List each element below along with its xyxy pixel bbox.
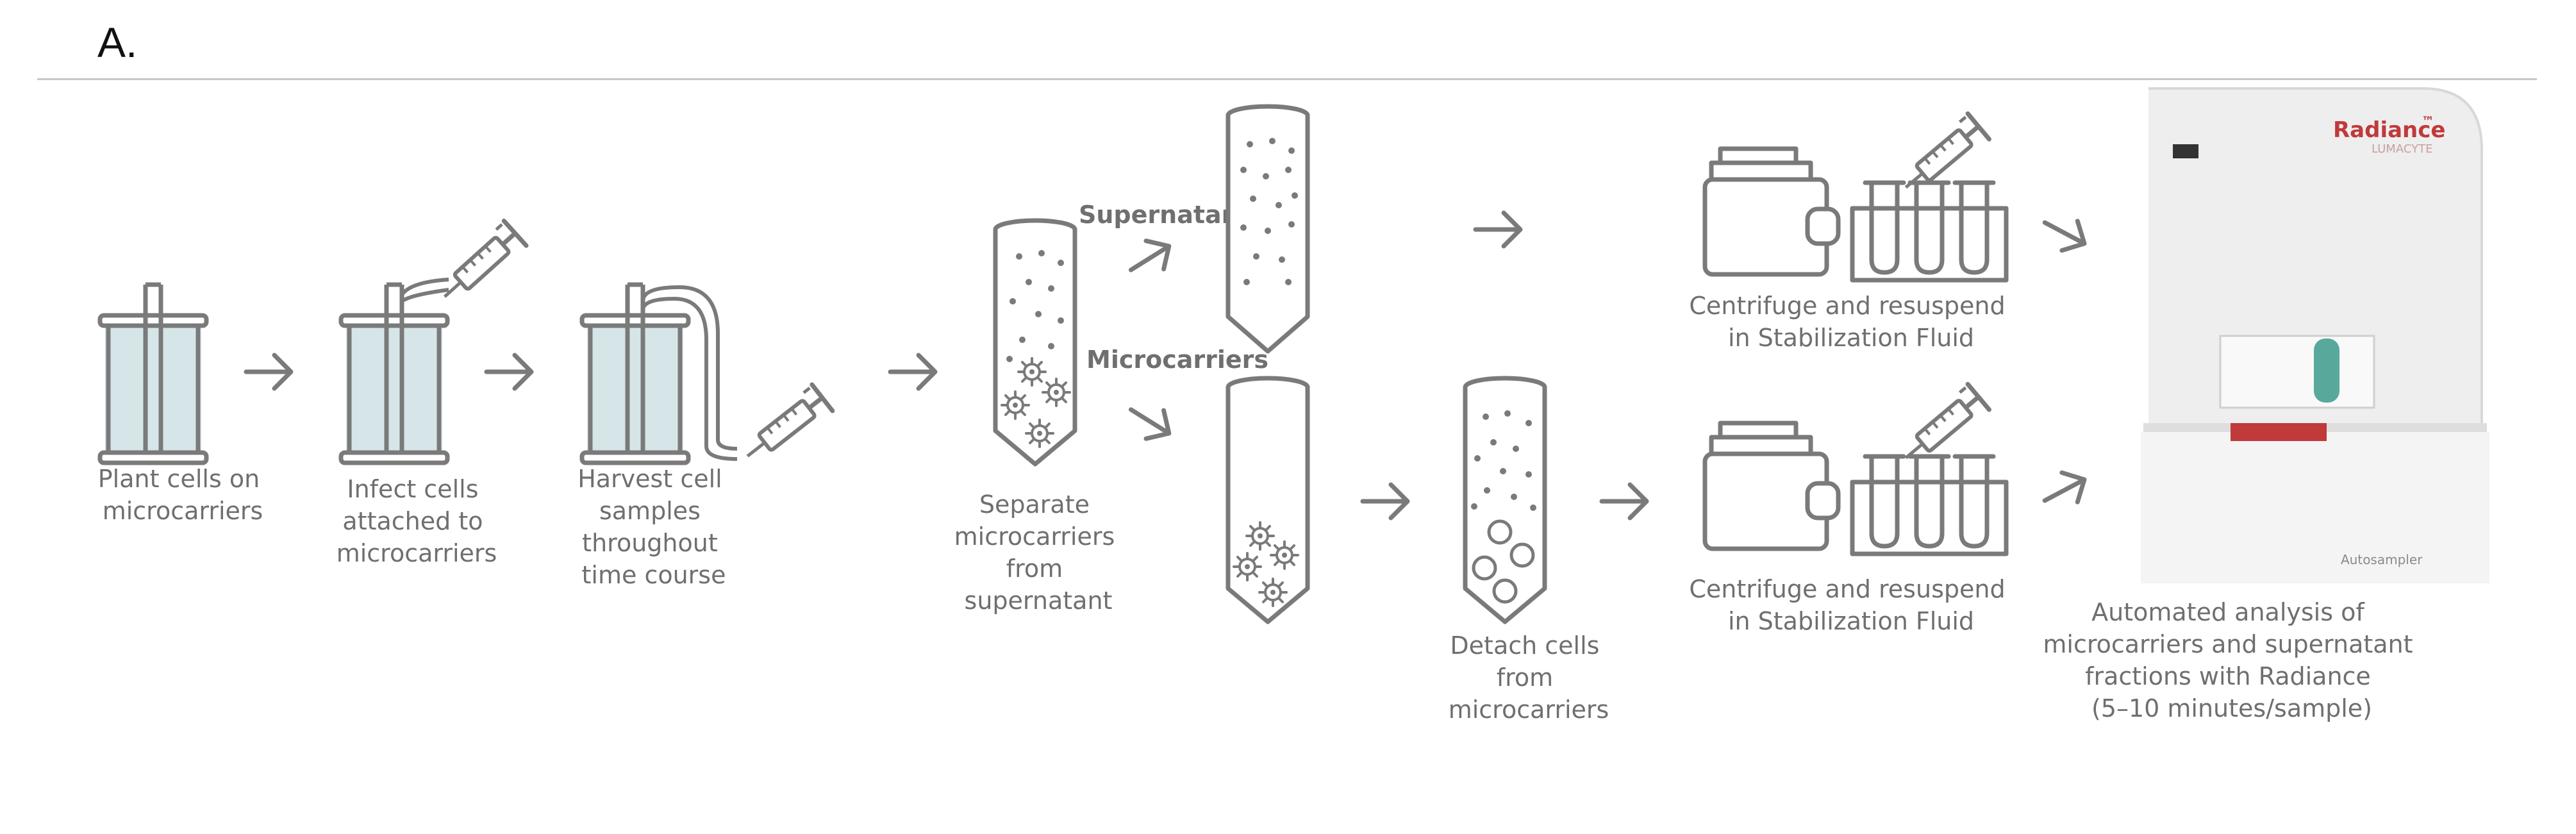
virus-icon [1258,578,1288,607]
caption-separate: Separate microcarriers from supernatant [954,490,1123,615]
arrow-icon [890,355,935,388]
supernatant-tube-icon [1226,104,1310,354]
caption-centrifuge-bottom: Centrifuge and resuspend in Stabilizatio… [1689,575,2013,635]
brand-sub: LUMACYTE [2372,142,2432,156]
brand-mark: ™ [2422,113,2434,129]
tube-rack-icon [1852,456,2006,554]
virus-icon [1025,419,1054,448]
autosampler-label: Autosampler [2341,552,2423,567]
syringe-icon [737,385,833,469]
arrow-icon [2037,465,2092,515]
caption-infect: Infect cells attached to microcarriers [337,475,497,567]
tube-rack-icon [1852,183,2006,280]
arrow-down-icon [1122,396,1178,447]
tubing-line [401,288,449,303]
virus-icon [1017,357,1047,387]
bioreactor-harvest-icon [582,285,688,463]
arrow-icon [1602,485,1647,518]
bioreactor-infect-icon [341,285,447,463]
label-microcarriers: Microcarriers [1086,346,1268,374]
arrow-icon [246,355,291,388]
detach-tube-icon [1463,376,1547,624]
tubing-line [400,278,449,296]
arrow-icon [1475,213,1520,246]
arrow-icon [1363,485,1408,518]
virus-icon [1001,390,1030,420]
panel-label: A. [97,19,138,66]
caption-harvest: Harvest cell samples throughout time cou… [578,465,730,589]
arrow-icon [486,355,531,388]
caption-analysis: Automated analysis of microcarriers and … [2043,598,2420,722]
syringe-icon [433,221,526,310]
virus-icon [1245,521,1275,551]
arrow-up-icon [1122,232,1178,284]
label-supernatant: Supernatant [1079,201,1251,229]
centrifuge-icon [1705,423,1838,549]
virus-icon [1270,540,1299,570]
arrow-icon [2037,208,2092,258]
virus-icon [1233,552,1262,581]
caption-centrifuge-top: Centrifuge and resuspend in Stabilizatio… [1689,292,2013,352]
virus-icon [1042,378,1071,407]
caption-detach: Detach cells from microcarriers [1449,631,1609,724]
harvest-tubing [641,296,738,461]
header-divider [37,78,2537,80]
centrifuge-icon [1705,149,1838,274]
brand-name: Radiance [2333,117,2445,143]
caption-plant: Plant cells on microcarriers [98,465,268,525]
harvest-tubing [641,285,738,451]
bioreactor-plant-icon [100,285,206,463]
radiance-instrument-image: Radiance ™ LUMACYTE Autosampler [2141,87,2489,583]
